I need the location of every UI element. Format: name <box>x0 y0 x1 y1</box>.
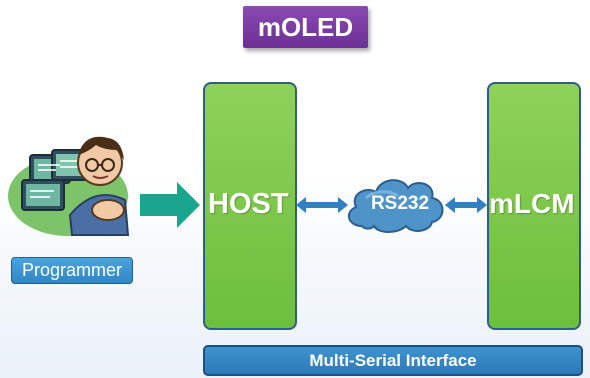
mlcm-link-double-arrow <box>445 197 487 213</box>
rs232-cloud-icon <box>347 179 444 233</box>
host-block <box>203 82 297 330</box>
mlcm-label: mLCM <box>489 188 575 219</box>
host-link-double-arrow <box>296 197 348 213</box>
programmer-button[interactable]: Programmer <box>11 257 133 284</box>
monitor-stack-icon <box>21 149 91 211</box>
mlcm-block <box>487 82 581 330</box>
multi-serial-interface-bar: Multi-Serial Interface <box>203 345 583 376</box>
rs232-label: RS232 <box>370 193 430 214</box>
multi-serial-interface-label: Multi-Serial Interface <box>309 350 477 370</box>
host-label: HOST <box>208 188 289 220</box>
diagram-title: mOLED <box>243 6 368 48</box>
diagram-title-text: mOLED <box>257 11 354 42</box>
programmer-label: Programmer <box>21 260 123 280</box>
input-arrow-shape <box>140 182 200 228</box>
programmer-person-icon <box>68 136 130 236</box>
